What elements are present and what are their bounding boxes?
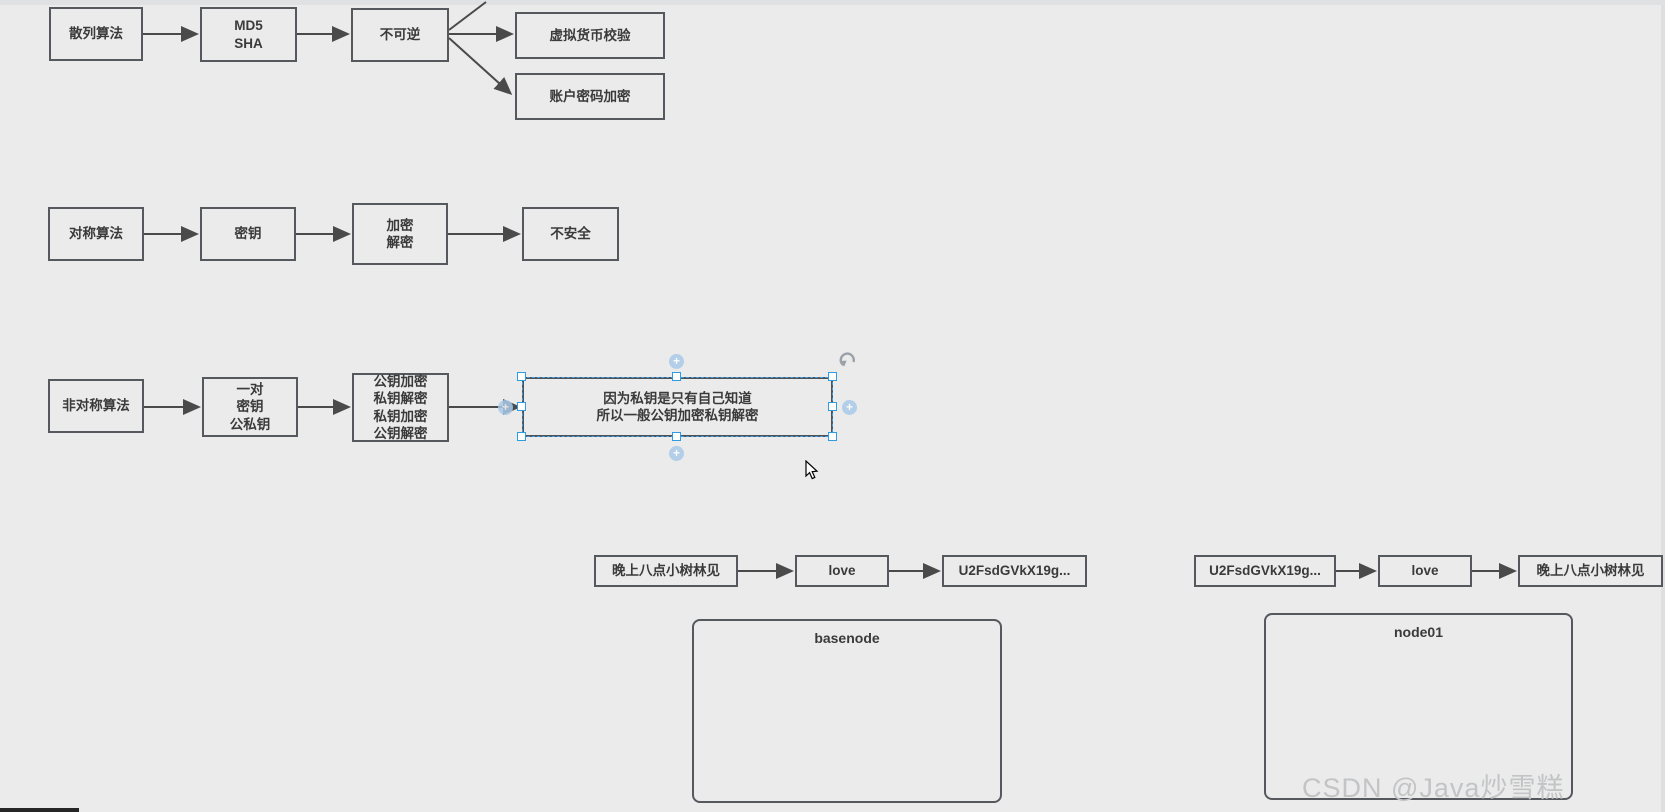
container-basenode-title: basenode (814, 630, 880, 646)
node-asym-algo[interactable]: 非对称算法 (48, 379, 144, 433)
selection-handle-sw[interactable] (517, 432, 526, 441)
selection-handle-nw[interactable] (517, 372, 526, 381)
node-key-pair[interactable]: 一对 密钥 公私钥 (202, 377, 298, 437)
selection-handle-n[interactable] (672, 372, 681, 381)
node-hash-algo[interactable]: 散列算法 (49, 7, 143, 61)
node-enc-dec[interactable]: 加密 解密 (352, 203, 448, 265)
bottom-left-dark-bar (0, 808, 79, 812)
selection-handle-w[interactable] (517, 402, 526, 411)
csdn-watermark: CSDN @Java炒雪糕 (1302, 773, 1565, 803)
selection-handle-ne[interactable] (828, 372, 837, 381)
node-secret-key[interactable]: 密钥 (200, 207, 296, 261)
selection-handle-s[interactable] (672, 432, 681, 441)
plus-arrow-left[interactable]: + (498, 400, 513, 415)
node-cipher-right[interactable]: U2FsdGVkX19g... (1194, 555, 1336, 587)
node-unsafe[interactable]: 不安全 (522, 207, 619, 261)
node-md5-sha[interactable]: MD5 SHA (200, 7, 297, 62)
node-irreversible[interactable]: 不可逆 (351, 8, 449, 62)
node-plaintext-left[interactable]: 晚上八点小树林见 (594, 555, 738, 587)
node-plaintext-right[interactable]: 晚上八点小树林见 (1518, 555, 1663, 587)
mouse-cursor-icon (805, 459, 820, 486)
node-love-right[interactable]: love (1378, 555, 1472, 587)
container-basenode[interactable]: basenode (692, 619, 1002, 803)
plus-arrow-right[interactable]: + (842, 400, 857, 415)
node-love-left[interactable]: love (795, 555, 889, 587)
node-cipher-left[interactable]: U2FsdGVkX19g... (942, 555, 1087, 587)
node-note-selected[interactable]: 因为私钥是只有自己知道 所以一般公钥加密私钥解密 (522, 377, 833, 437)
node-crypto-check[interactable]: 虚拟货币校验 (515, 12, 665, 59)
container-node01[interactable]: node01 (1264, 613, 1573, 800)
selection-handle-e[interactable] (828, 402, 837, 411)
node-sym-algo[interactable]: 对称算法 (48, 207, 144, 261)
selection-handle-se[interactable] (828, 432, 837, 441)
node-account-pwd[interactable]: 账户密码加密 (515, 73, 665, 120)
plus-arrow-top[interactable]: + (669, 354, 684, 369)
container-node01-title: node01 (1393, 624, 1443, 640)
plus-arrow-bottom[interactable]: + (669, 446, 684, 461)
top-scrollbar-track[interactable] (0, 0, 1665, 5)
node-four-modes[interactable]: 公钥加密 私钥解密 私钥加密 公钥解密 (352, 373, 449, 442)
right-scrollbar-track[interactable] (1661, 5, 1665, 812)
rotate-icon[interactable] (838, 352, 857, 374)
